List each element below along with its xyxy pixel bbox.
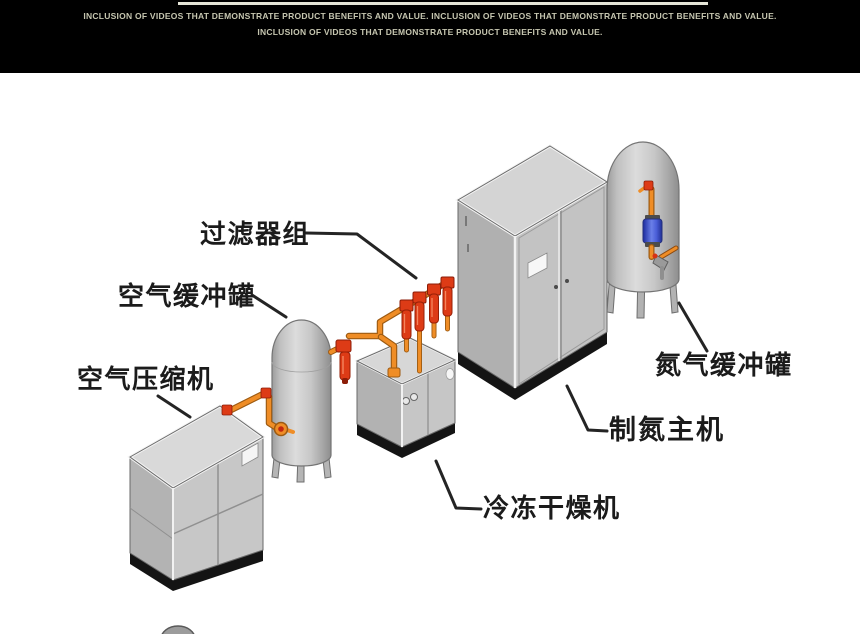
label-nitrogen-buffer-tank: 氮气缓冲罐 [655, 350, 793, 380]
cropped-object-bottom [161, 625, 195, 634]
nitrogen-generator-illustration [455, 144, 610, 400]
label-air-compressor: 空气压缩机 [77, 364, 215, 394]
label-nitrogen-generator: 制氮主机 [609, 415, 725, 445]
air-buffer-tank-illustration [271, 319, 332, 483]
banner-text-line-1: INCLUSION OF VIDEOS THAT DEMONSTRATE PRO… [83, 11, 777, 21]
pointer-filter-group [304, 231, 418, 280]
pointer-nitrogen-buffer-tank [677, 301, 709, 353]
pointer-lines [156, 231, 709, 511]
label-freeze-dryer: 冷冻干燥机 [483, 493, 621, 523]
filter-group-illustration [328, 276, 455, 384]
banner-text-line-2: INCLUSION OF VIDEOS THAT DEMONSTRATE PRO… [257, 27, 603, 37]
pointer-freeze-dryer [434, 459, 483, 511]
compressor-outlet-pipe [221, 387, 295, 437]
flow-meter [642, 218, 663, 244]
pointer-nitrogen-generator [565, 384, 609, 433]
freeze-dryer-illustration [354, 336, 458, 458]
pointer-air-compressor [156, 394, 192, 419]
pointer-air-buffer-tank [250, 293, 288, 319]
label-filter-group: 过滤器组 [200, 219, 311, 249]
banner-divider [178, 2, 708, 5]
air-compressor-illustration [127, 404, 266, 591]
label-air-buffer-tank: 空气缓冲罐 [118, 281, 256, 311]
nitrogen-buffer-tank-illustration [606, 141, 680, 319]
filter-cartridges [399, 276, 455, 340]
top-banner: INCLUSION OF VIDEOS THAT DEMONSTRATE PRO… [0, 0, 860, 73]
nitrogen-outlet-pipe [638, 180, 679, 280]
